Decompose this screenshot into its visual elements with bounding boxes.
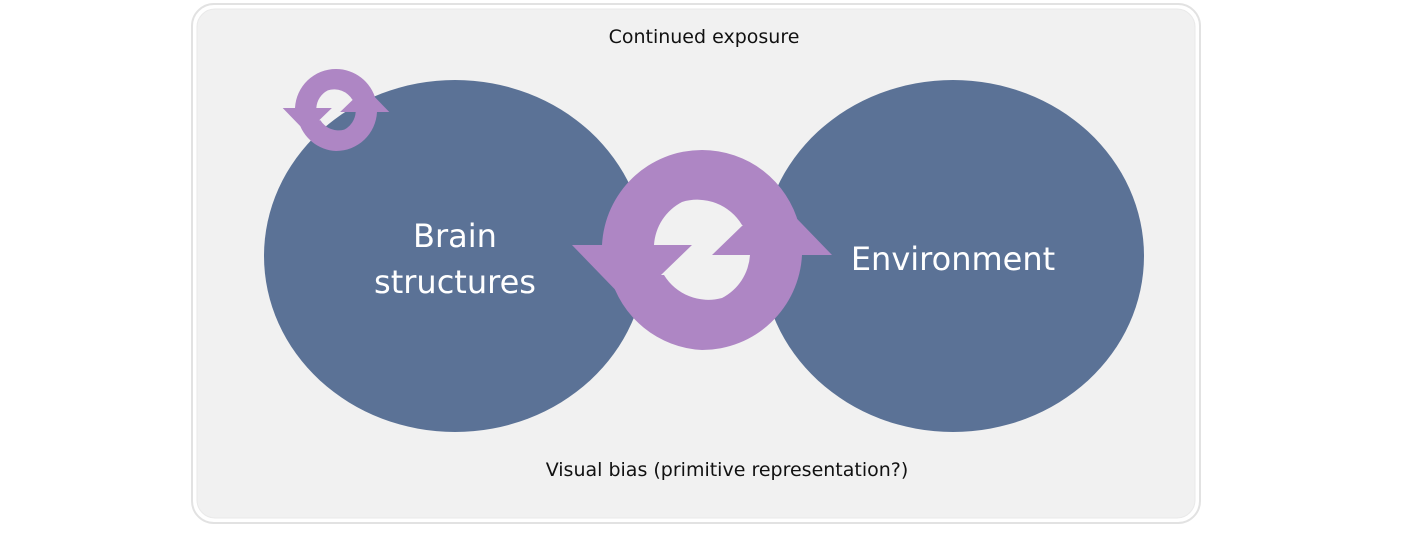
environment-node-label: Environment — [851, 240, 1055, 278]
brain-node-ellipse — [264, 80, 646, 432]
environment-node-ellipse — [762, 80, 1144, 432]
brain-node-label-line1: Brain — [413, 217, 497, 255]
node-environment: Environment — [762, 80, 1144, 432]
bottom-label: Visual bias (primitive representation?) — [546, 459, 909, 481]
top-label: Continued exposure — [609, 26, 800, 48]
brain-node-label-line2: structures — [374, 263, 536, 301]
node-brain-structures: Brain structures — [264, 80, 646, 432]
